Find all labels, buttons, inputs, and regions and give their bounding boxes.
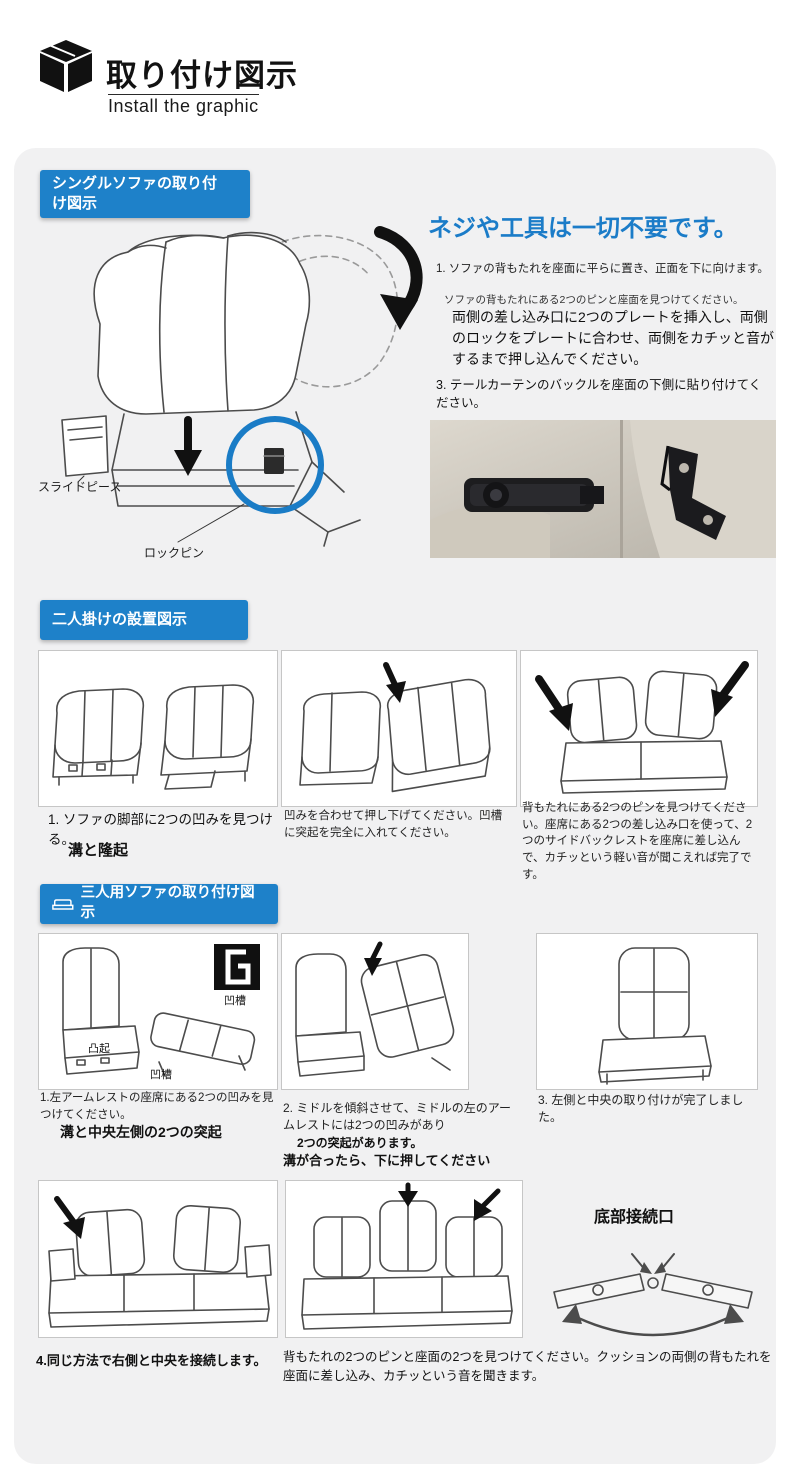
single-step-1: 1. ソファの背もたれを座面に平らに置き、正面を下に向けます。 — [436, 263, 769, 275]
page-title: 取り付け図示 — [106, 58, 298, 93]
bottom-connector-diagram — [540, 1240, 770, 1355]
label-lock-pin: ロックピン — [144, 546, 205, 560]
page-subtitle: Install the graphic — [108, 94, 259, 116]
double-caption-3: 背もたれにある2つのピンを見つけてください。座席にある2つの差し込み口を使って、… — [522, 802, 753, 881]
inset-groove-label: 凹槽 — [224, 995, 246, 1007]
double-step1-figure — [38, 650, 278, 807]
double-step3-figure — [520, 650, 758, 807]
triple-caption-2b: 2つの突起があります。 — [297, 1136, 423, 1150]
triple-step3-svg — [598, 947, 712, 1085]
double-caption-2: 凹みを合わせて押し下げてください。凹槽に突起を完全に入れてください。 — [284, 810, 503, 839]
badge-triple-label: 三人用ソファの取り付け図示 — [80, 885, 255, 921]
box-icon — [36, 36, 96, 96]
triple-caption-3: 3. 左側と中央の取り付けが完了しました。 — [538, 1093, 744, 1125]
badge-double-label: 二人掛けの設置図示 — [52, 610, 188, 628]
buckle-photo — [430, 420, 776, 558]
triple-step1-svg — [62, 947, 256, 1077]
single-step-3: 3. テールカーテンのバックルを座面の下側に貼り付けてください。 — [436, 378, 762, 411]
box-icon-svg — [40, 40, 92, 92]
triple-caption-2a: 2. ミドルを傾斜させて、ミドルの左のアームレストには2つの凹みがあり — [283, 1101, 512, 1133]
bottom-connector-svg — [553, 1253, 753, 1337]
label-slide-piece: スライドピース — [38, 480, 122, 494]
badge-single-line2: け図示 — [52, 195, 98, 212]
section-badge-triple: 三人用ソファの取り付け図示 — [40, 884, 278, 924]
triple-step3-figure — [536, 933, 758, 1090]
final-caption: 背もたれの2つのピンと座面の2つを見つけてください。クッションの両側の背もたれを… — [283, 1350, 772, 1384]
double-caption-1: 1. ソファの脚部に2つの凹みを見つける。 — [48, 812, 274, 847]
final-step2-svg — [301, 1182, 513, 1330]
sofa-mini-icon — [52, 898, 74, 910]
double-step1-svg — [52, 684, 255, 790]
triple-step2-svg — [295, 941, 455, 1077]
final-step1-svg — [48, 1196, 272, 1328]
double-step2-figure — [281, 650, 517, 807]
section-badge-single: シングルソファの取り付 け図示 — [40, 170, 250, 218]
double-step3-svg — [535, 661, 749, 794]
double-caption-1-bold: 溝と隆起 — [68, 842, 129, 859]
buckle-photo-svg — [430, 420, 776, 558]
bump-label: 凸起 — [88, 1043, 110, 1055]
badge-single-line1: シングルソファの取り付 — [52, 174, 218, 192]
single-step-2-note: ソファの背もたれにある2つのピンと座面を見つけてください。 — [444, 294, 744, 306]
single-sofa-diagram-svg — [61, 226, 423, 547]
final-step-figure-1 — [38, 1180, 278, 1338]
single-sofa-diagram — [28, 224, 423, 574]
groove-inset-icon — [214, 944, 260, 990]
double-step2-svg — [299, 662, 491, 793]
section-badge-double: 二人掛けの設置図示 — [40, 600, 248, 640]
triple-caption-2c: 溝が合ったら、下に押してください — [283, 1153, 491, 1168]
triple-caption-1: 1.左アームレストの座席にある2つの凹みを見つけてください。 — [40, 1092, 274, 1121]
no-tools-headline: ネジや工具は一切不要です。 — [428, 215, 738, 242]
triple-step2-figure — [281, 933, 469, 1090]
groove-label: 凹槽 — [150, 1069, 172, 1081]
bottom-connector-label: 底部接続口 — [594, 1209, 675, 1226]
single-step-2: 両側の差し込み口に2つのプレートを挿入し、両側のロックをプレートに合わせ、両側を… — [452, 309, 774, 367]
triple-caption-1-bold: 溝と中央左側の2つの突起 — [60, 1124, 222, 1140]
groove-inset-svg — [214, 944, 260, 990]
final-caption-bold: 4.同じ方法で右側と中央を接続します。 — [36, 1353, 267, 1368]
final-step-figure-2 — [285, 1180, 523, 1338]
